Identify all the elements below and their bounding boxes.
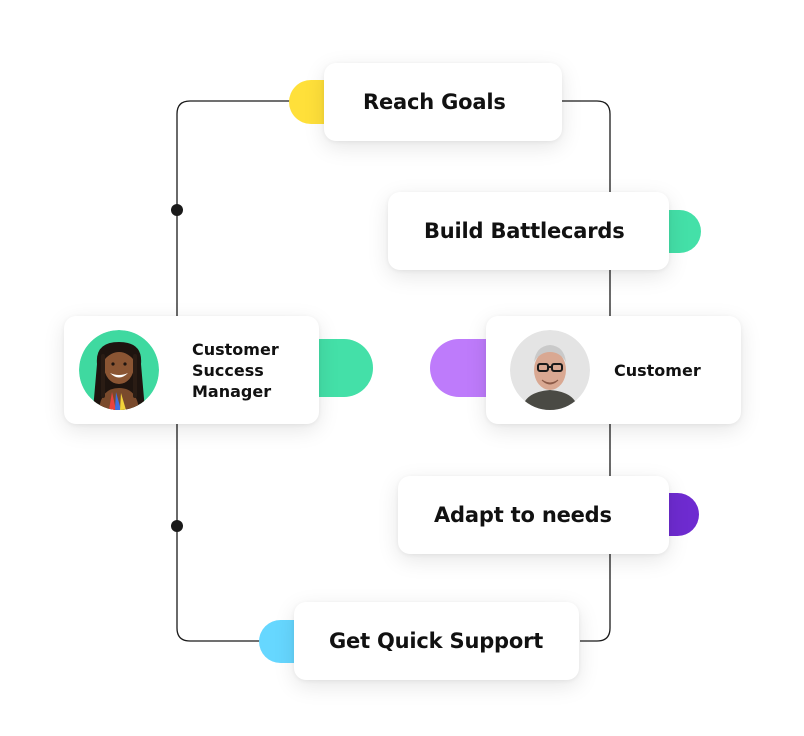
adapt-to-needs-card: Adapt to needs xyxy=(398,476,669,554)
csm-label: Customer Success Manager xyxy=(192,339,279,402)
csm-avatar xyxy=(79,330,159,410)
csm-label-line3: Manager xyxy=(192,381,272,401)
csm-label-line2: Success xyxy=(192,360,264,380)
reach-goals-label: Reach Goals xyxy=(363,90,506,114)
customer-card: Customer xyxy=(486,316,741,424)
customer-label: Customer xyxy=(614,360,701,380)
get-quick-support-label: Get Quick Support xyxy=(329,629,544,653)
adapt-to-needs-label: Adapt to needs xyxy=(434,503,612,527)
reach-goals-card: Reach Goals xyxy=(324,63,562,141)
csm-card: Customer Success Manager xyxy=(64,316,319,424)
line-dot-bottom xyxy=(171,520,183,532)
build-battlecards-label: Build Battlecards xyxy=(424,219,625,243)
customer-avatar xyxy=(510,330,590,410)
csm-label-line1: Customer xyxy=(192,339,279,359)
line-dot-top xyxy=(171,204,183,216)
build-battlecards-card: Build Battlecards xyxy=(388,192,669,270)
get-quick-support-card: Get Quick Support xyxy=(294,602,579,680)
